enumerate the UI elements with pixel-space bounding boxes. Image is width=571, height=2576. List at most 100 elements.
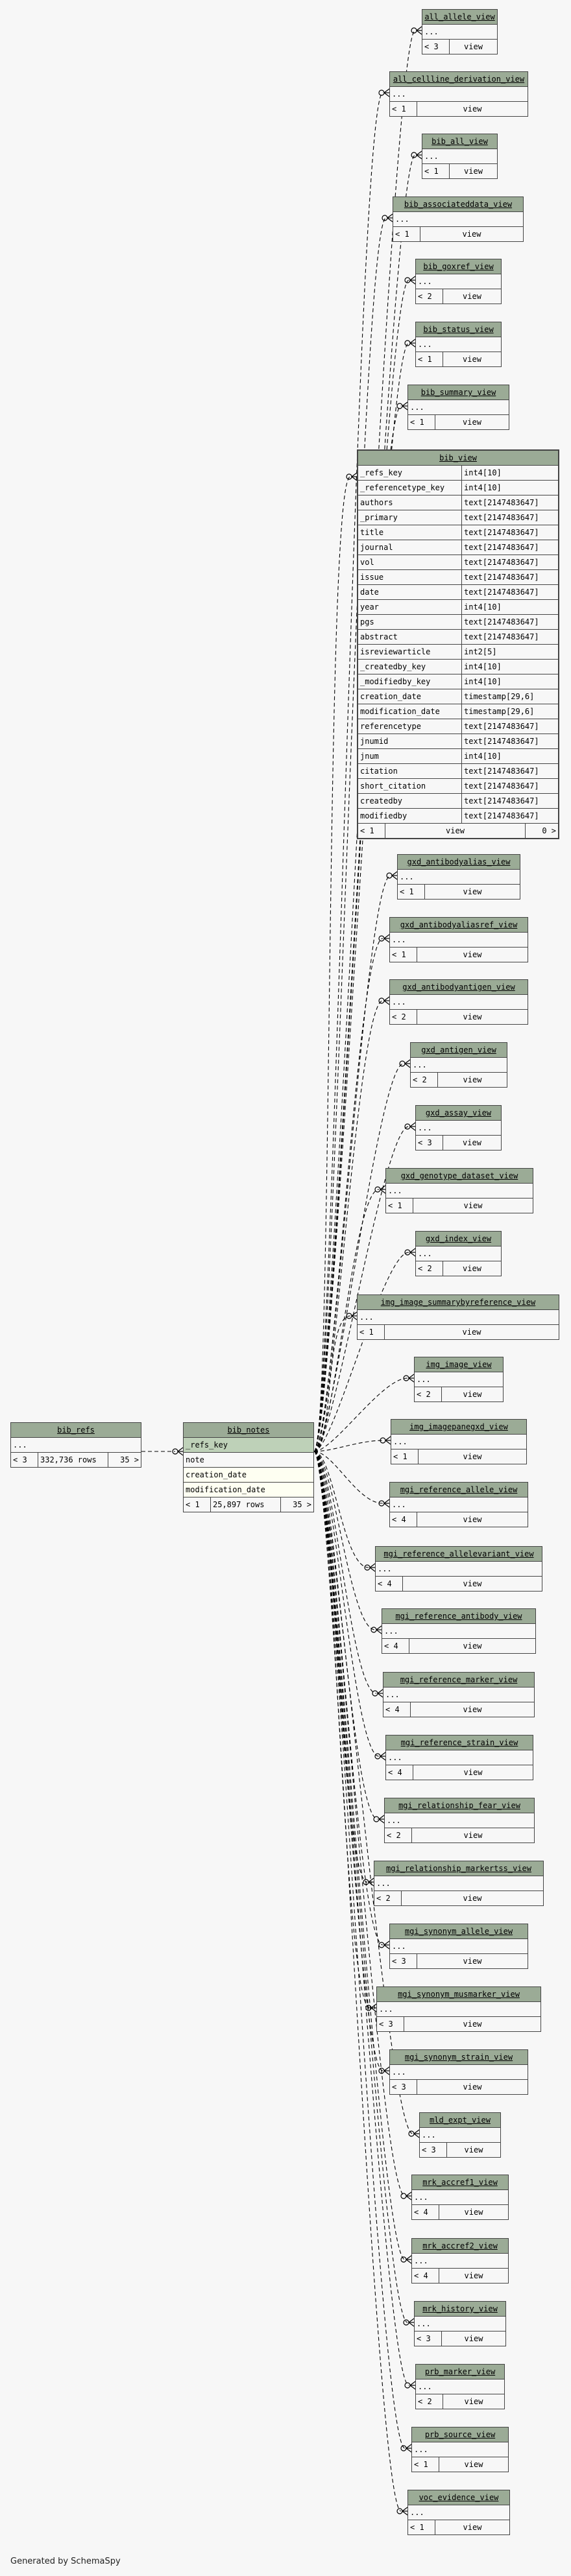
- table-title[interactable]: mgi_reference_allelevariant_view: [376, 1547, 542, 1562]
- parents-count[interactable]: < 4: [390, 1512, 417, 1527]
- table-title[interactable]: mgi_reference_strain_view: [386, 1735, 533, 1750]
- parents-count[interactable]: < 2: [385, 1828, 412, 1843]
- table-bib-notes[interactable]: bib_notes _refs_key note creation_date m…: [183, 1422, 314, 1512]
- parents-count[interactable]: < 4: [386, 1765, 413, 1780]
- table-title[interactable]: mgi_reference_allele_view: [390, 1483, 528, 1497]
- table-title[interactable]: gxd_index_view: [416, 1232, 501, 1246]
- parents-count[interactable]: < 2: [411, 1073, 438, 1087]
- parents-count[interactable]: < 2: [390, 1010, 417, 1024]
- parents-count[interactable]: < 1: [391, 1449, 419, 1464]
- table-title[interactable]: mgi_synonym_allele_view: [390, 1924, 528, 1939]
- parents-count[interactable]: < 1: [386, 1199, 413, 1213]
- table-title[interactable]: bib_goxref_view: [416, 259, 501, 274]
- parents-count[interactable]: < 3: [422, 40, 450, 54]
- parents-count[interactable]: < 1: [358, 824, 385, 838]
- table-title[interactable]: gxd_antigen_view: [411, 1043, 507, 1058]
- parents-count[interactable]: < 4: [376, 1577, 403, 1591]
- table-title[interactable]: mrk_accref2_view: [412, 2239, 508, 2254]
- parents-count[interactable]: < 1: [416, 352, 443, 366]
- table-title[interactable]: bib_status_view: [416, 322, 501, 337]
- table-title[interactable]: img_imagepanegxd_view: [391, 1420, 526, 1435]
- parents-count[interactable]: < 1: [398, 885, 425, 899]
- table-title[interactable]: voc_evidence_view: [408, 2490, 509, 2505]
- table-title[interactable]: all_allele_view: [422, 10, 497, 25]
- parents-count[interactable]: < 4: [412, 2269, 439, 2283]
- table-title[interactable]: mrk_accref1_view: [412, 2175, 508, 2190]
- table-title[interactable]: all_cellline_derivation_view: [390, 72, 528, 87]
- parents-count[interactable]: < 2: [374, 1891, 402, 1905]
- children-count[interactable]: 35 >: [120, 1455, 139, 1464]
- table-title[interactable]: mld_expt_view: [420, 2113, 500, 2128]
- parents-count[interactable]: < 4: [382, 1639, 409, 1653]
- table-title[interactable]: prb_source_view: [412, 2427, 508, 2442]
- children-count[interactable]: 0 >: [542, 826, 556, 835]
- parents-count[interactable]: < 3: [11, 1453, 38, 1467]
- parents-count[interactable]: < 4: [383, 1702, 411, 1717]
- parents-count[interactable]: < 1: [390, 948, 417, 962]
- table-title[interactable]: prb_marker_view: [416, 2365, 504, 2379]
- table-title[interactable]: bib_all_view: [422, 134, 497, 149]
- parents-count[interactable]: < 4: [412, 2205, 439, 2219]
- table-title[interactable]: gxd_antibodyantigen_view: [390, 980, 528, 995]
- parents-count[interactable]: < 1: [184, 1497, 211, 1512]
- parents-count[interactable]: < 1: [358, 1325, 385, 1339]
- parents-count[interactable]: < 3: [416, 1136, 443, 1150]
- parents-count[interactable]: < 1: [408, 415, 435, 429]
- table-title[interactable]: mgi_relationship_markertss_view: [374, 1861, 543, 1876]
- table-title[interactable]: mgi_synonym_strain_view: [390, 2050, 528, 2065]
- table-title[interactable]: gxd_assay_view: [416, 1106, 501, 1121]
- parents-count[interactable]: < 3: [420, 2143, 447, 2157]
- parents-count[interactable]: < 1: [412, 2457, 439, 2472]
- parents-count[interactable]: < 2: [416, 2394, 443, 2409]
- parents-count[interactable]: < 2: [415, 1387, 442, 1401]
- table-title[interactable]: bib_associateddata_view: [393, 197, 523, 212]
- parents-count[interactable]: < 2: [416, 289, 443, 304]
- table-title[interactable]: gxd_antibodyaliasref_view: [390, 918, 528, 933]
- table-title[interactable]: bib_refs: [11, 1423, 141, 1438]
- table-title[interactable]: bib_notes: [184, 1423, 313, 1438]
- table-title[interactable]: img_image_summarybyreference_view: [358, 1295, 559, 1310]
- table-title[interactable]: bib_summary_view: [408, 385, 509, 400]
- parents-count[interactable]: < 3: [415, 2332, 442, 2346]
- table-title[interactable]: mgi_reference_marker_view: [383, 1673, 534, 1688]
- parents-count[interactable]: < 1: [408, 2520, 435, 2534]
- parents-count[interactable]: < 3: [390, 2080, 417, 2094]
- table-title[interactable]: mgi_relationship_fear_view: [385, 1798, 534, 1813]
- table-title[interactable]: mgi_synonym_musmarker_view: [377, 1987, 541, 2002]
- table-title[interactable]: mgi_reference_antibody_view: [382, 1609, 535, 1624]
- parents-count[interactable]: < 1: [390, 102, 417, 116]
- table-title[interactable]: mrk_history_view: [415, 2302, 505, 2317]
- parents-count[interactable]: < 3: [390, 1954, 417, 1968]
- table-title[interactable]: img_image_view: [415, 1357, 503, 1372]
